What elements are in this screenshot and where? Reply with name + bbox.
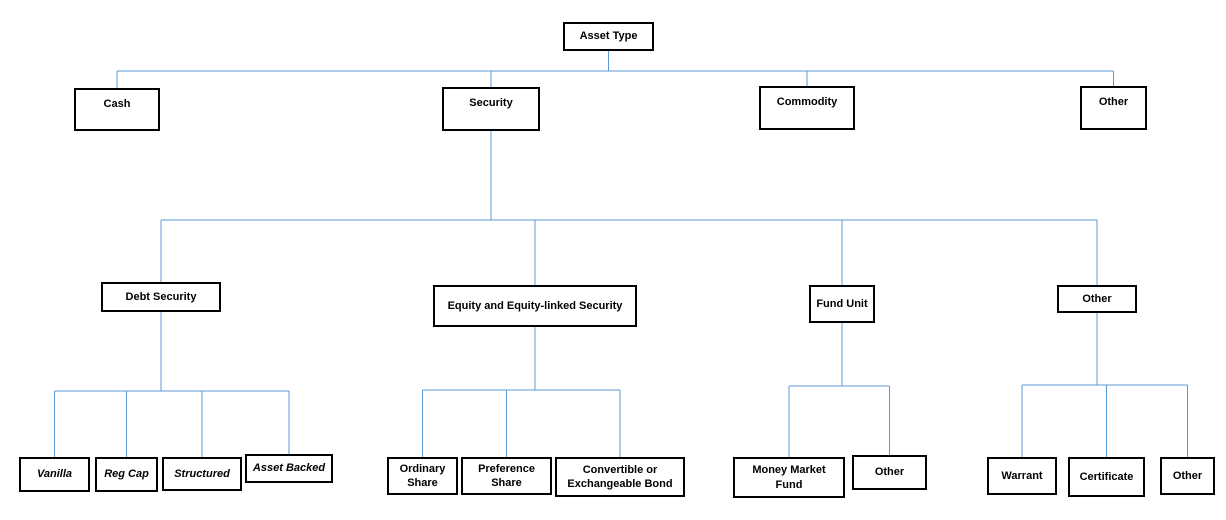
- node-other-l3: Other: [1057, 285, 1137, 313]
- node-reg-cap: Reg Cap: [95, 457, 158, 492]
- node-equity: Equity and Equity-linked Security: [433, 285, 637, 327]
- node-label: Preference Share: [478, 462, 535, 489]
- node-debt-security: Debt Security: [101, 282, 221, 312]
- node-commodity: Commodity: [759, 86, 855, 130]
- node-asset-type: Asset Type: [563, 22, 654, 51]
- node-label: Vanilla: [36, 468, 73, 481]
- node-label: Reg Cap: [104, 468, 149, 481]
- node-label: Money Market Fund: [752, 464, 826, 491]
- node-label: Structured: [174, 467, 230, 480]
- node-structured: Structured: [162, 457, 242, 491]
- node-label: Other: [1098, 96, 1129, 108]
- node-convertible: Convertible or Exchangeable Bond: [555, 457, 685, 497]
- node-other-l4: Other: [1160, 457, 1215, 495]
- node-label: Other: [1082, 292, 1112, 305]
- node-label: Certificate: [1079, 470, 1134, 483]
- node-label: Debt Security: [125, 290, 197, 303]
- node-label: Commodity: [776, 96, 838, 108]
- node-label: Ordinary Share: [399, 462, 446, 489]
- node-preference-share: Preference Share: [461, 457, 552, 495]
- node-label: Convertible or Exchangeable Bond: [567, 463, 673, 490]
- node-other-fund: Other: [852, 455, 927, 490]
- node-other-l2: Other: [1080, 86, 1147, 130]
- node-label: Other: [1172, 469, 1203, 482]
- node-label: Equity and Equity-linked Security: [447, 299, 623, 312]
- node-cash: Cash: [74, 88, 160, 131]
- node-vanilla: Vanilla: [19, 457, 90, 492]
- node-ordinary-share: Ordinary Share: [387, 457, 458, 495]
- node-warrant: Warrant: [987, 457, 1057, 495]
- node-money-market-fund: Money Market Fund: [733, 457, 845, 498]
- node-label: Asset Type: [579, 30, 638, 43]
- node-label: Security: [469, 97, 513, 109]
- node-label: Warrant: [1001, 469, 1043, 482]
- node-asset-backed: Asset Backed: [245, 454, 333, 483]
- node-label: Other: [874, 466, 905, 479]
- node-label: Asset Backed: [252, 462, 326, 475]
- node-certificate: Certificate: [1068, 457, 1145, 497]
- node-fund-unit: Fund Unit: [809, 285, 875, 323]
- node-label: Fund Unit: [816, 297, 868, 310]
- node-label: Cash: [103, 98, 131, 110]
- node-security: Security: [442, 87, 540, 131]
